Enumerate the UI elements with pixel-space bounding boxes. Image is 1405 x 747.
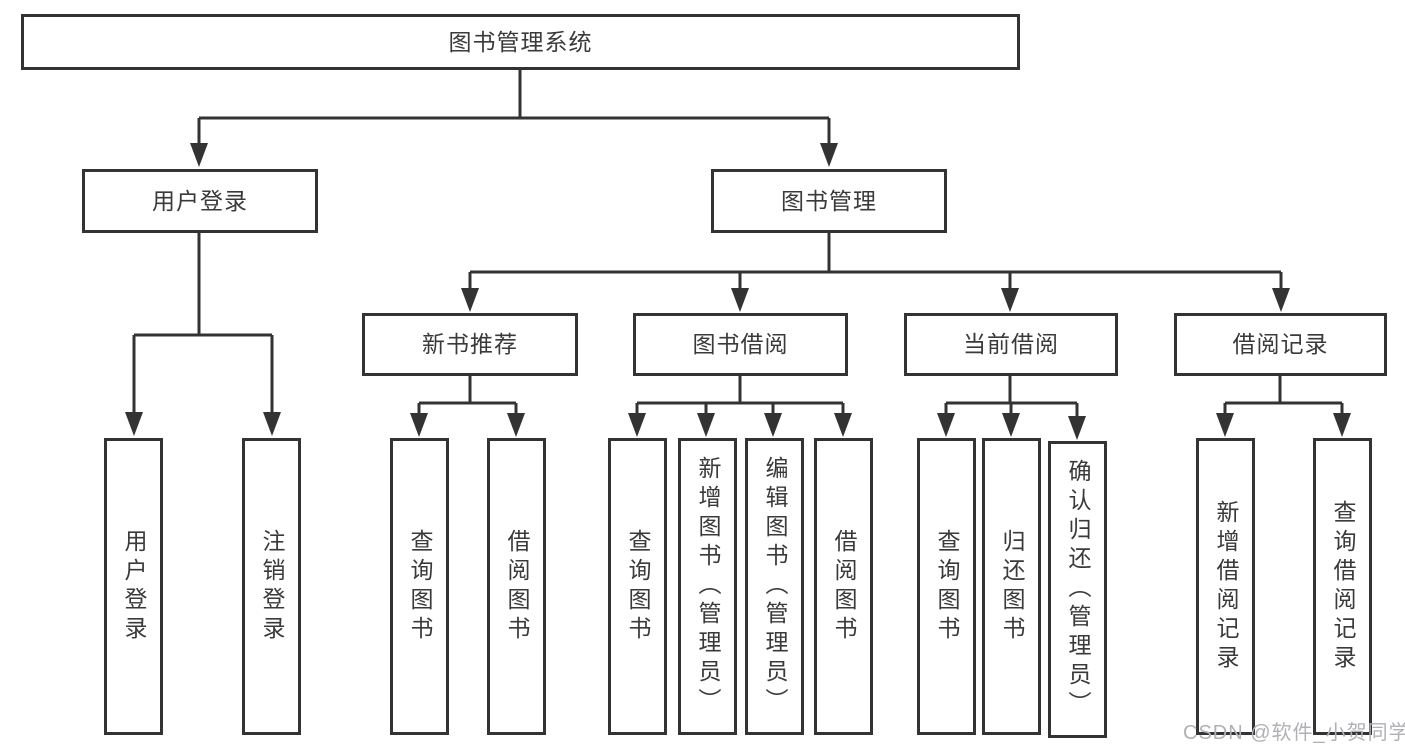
node-current-query-books: 查询图书	[917, 438, 976, 735]
node-borrow-query-books: 查询图书	[608, 438, 667, 735]
csdn-watermark: CSDN @软件_小贺同学	[1183, 722, 1405, 744]
node-borrow-add-books: 新增图书（管理员）	[678, 438, 737, 735]
node-book-management: 图书管理	[711, 169, 947, 233]
node-borrow-borrow-books: 借阅图书	[814, 438, 873, 735]
node-borrow-edit-books: 编辑图书（管理员）	[745, 438, 804, 735]
node-root: 图书管理系统	[21, 14, 1020, 70]
node-user-login: 用户登录	[82, 169, 318, 233]
node-borrow-record: 借阅记录	[1174, 313, 1387, 376]
node-record-add: 新增借阅记录	[1196, 438, 1255, 735]
node-record-query: 查询借阅记录	[1313, 438, 1372, 735]
node-new-book-recommend: 新书推荐	[362, 313, 578, 376]
node-recommend-borrow-books: 借阅图书	[487, 438, 546, 735]
connector-lines	[132, 69, 1344, 421]
node-recommend-query-books: 查询图书	[390, 438, 449, 735]
node-current-return-books: 归还图书	[982, 438, 1041, 735]
node-current-borrow: 当前借阅	[904, 313, 1118, 376]
node-user-login-leaf: 用户登录	[104, 438, 163, 735]
node-current-confirm-return: 确认归还（管理员）	[1048, 441, 1107, 738]
arrowheads	[125, 143, 1351, 440]
node-logout-leaf: 注销登录	[242, 438, 301, 735]
node-book-borrow: 图书借阅	[633, 313, 848, 376]
